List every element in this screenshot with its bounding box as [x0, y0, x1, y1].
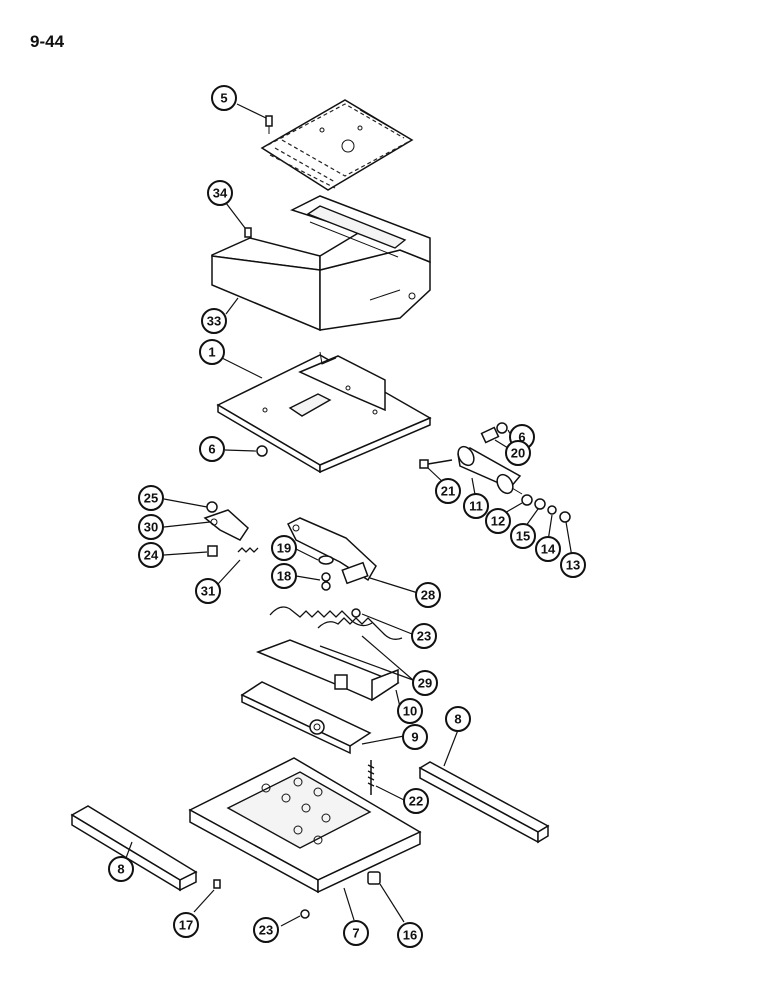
spacer-15: [534, 498, 546, 510]
callout-13: 13: [560, 552, 586, 578]
callout-7: 7: [343, 920, 369, 946]
screw-34: [244, 227, 252, 238]
top-mounting-plate: [260, 99, 414, 191]
callout-10: 10: [397, 698, 423, 724]
callout-9: 9: [402, 724, 428, 750]
callout-8-left: 8: [108, 856, 134, 882]
callout-label: 12: [491, 514, 505, 529]
callout-30: 30: [138, 514, 164, 540]
callout-label: 21: [441, 484, 455, 499]
screw-17: [213, 879, 221, 889]
callout-8-right: 8: [445, 706, 471, 732]
callout-18: 18: [271, 563, 297, 589]
nut-25: [206, 501, 218, 513]
support-plate-10: [255, 639, 400, 702]
callout-29: 29: [412, 670, 438, 696]
callout-label: 16: [403, 928, 417, 943]
nut-13: [559, 511, 571, 523]
callout-1: 1: [199, 339, 225, 365]
bushing-20: [480, 426, 500, 444]
callout-label: 10: [403, 704, 417, 719]
callout-label: 6: [518, 430, 525, 445]
clip-23-upper: [351, 608, 361, 618]
callout-25: 25: [138, 485, 164, 511]
callout-5: 5: [211, 85, 237, 111]
spring-31: [237, 547, 259, 553]
callout-label: 8: [117, 862, 124, 877]
callout-14: 14: [535, 536, 561, 562]
rail-9: [240, 681, 372, 755]
page-number: 9-44: [30, 32, 65, 51]
callout-label: 9: [411, 730, 418, 745]
callout-label: 19: [277, 541, 291, 556]
springs-29: [269, 606, 403, 640]
callout-label: 22: [409, 794, 423, 809]
bolt-21: [419, 459, 453, 469]
shock-absorber: [457, 445, 523, 495]
seat-shroud: [211, 195, 431, 332]
base-frame-7: [188, 757, 422, 894]
callout-label: 14: [541, 542, 556, 557]
callout-label: 11: [469, 499, 483, 514]
callout-label: 8: [454, 712, 461, 727]
callout-33: 33: [201, 308, 227, 334]
side-rail-8-right: [418, 761, 550, 844]
callout-label: 33: [207, 314, 221, 329]
nut-6-right: [496, 422, 508, 434]
callout-22: 22: [403, 788, 429, 814]
callout-23-lower: 23: [253, 917, 279, 943]
callout-label: 18: [277, 569, 291, 584]
callout-21: 21: [435, 478, 461, 504]
callout-label: 5: [220, 91, 227, 106]
callout-label: 17: [179, 918, 193, 933]
lever-28: [286, 517, 377, 585]
callout-label: 13: [566, 558, 580, 573]
callout-label: 1: [208, 345, 215, 360]
callout-label: 31: [201, 584, 215, 599]
washer-12: [521, 494, 533, 506]
callout-label: 28: [421, 588, 435, 603]
nuts-18: [321, 572, 331, 591]
knob-24: [207, 545, 218, 557]
callout-23-upper: 23: [411, 623, 437, 649]
screw-5: [265, 115, 273, 134]
callout-24: 24: [138, 542, 164, 568]
callout-label: 34: [213, 186, 228, 201]
callout-19: 19: [271, 535, 297, 561]
callout-12: 12: [485, 508, 511, 534]
nut-6-left: [256, 445, 268, 457]
washer-14: [547, 505, 557, 515]
callout-20: 20: [505, 440, 531, 466]
callout-17: 17: [173, 912, 199, 938]
callout-34: 34: [207, 180, 233, 206]
clip-23-lower: [300, 909, 310, 919]
lever-bracket-30: [203, 509, 249, 541]
callout-15: 15: [510, 523, 536, 549]
callout-31: 31: [195, 578, 221, 604]
callout-label: 6: [208, 442, 215, 457]
side-rail-8-left: [70, 805, 198, 892]
callout-28: 28: [415, 582, 441, 608]
callout-label: 29: [418, 676, 432, 691]
seat-base-plate: [216, 351, 432, 474]
callout-label: 25: [144, 491, 158, 506]
callout-11: 11: [463, 493, 489, 519]
callout-label: 30: [144, 520, 158, 535]
washer-19: [318, 555, 334, 565]
bolt-22: [367, 760, 375, 795]
callout-label: 23: [259, 923, 273, 938]
callout-6-left: 6: [199, 436, 225, 462]
callout-label: 24: [144, 548, 159, 563]
leader-lines: [125, 103, 573, 927]
callout-label: 15: [516, 529, 530, 544]
callout-16: 16: [397, 922, 423, 948]
callout-label: 20: [511, 446, 525, 461]
callout-label: 23: [417, 629, 431, 644]
bumper-16: [367, 871, 381, 885]
callout-label: 7: [352, 926, 359, 941]
